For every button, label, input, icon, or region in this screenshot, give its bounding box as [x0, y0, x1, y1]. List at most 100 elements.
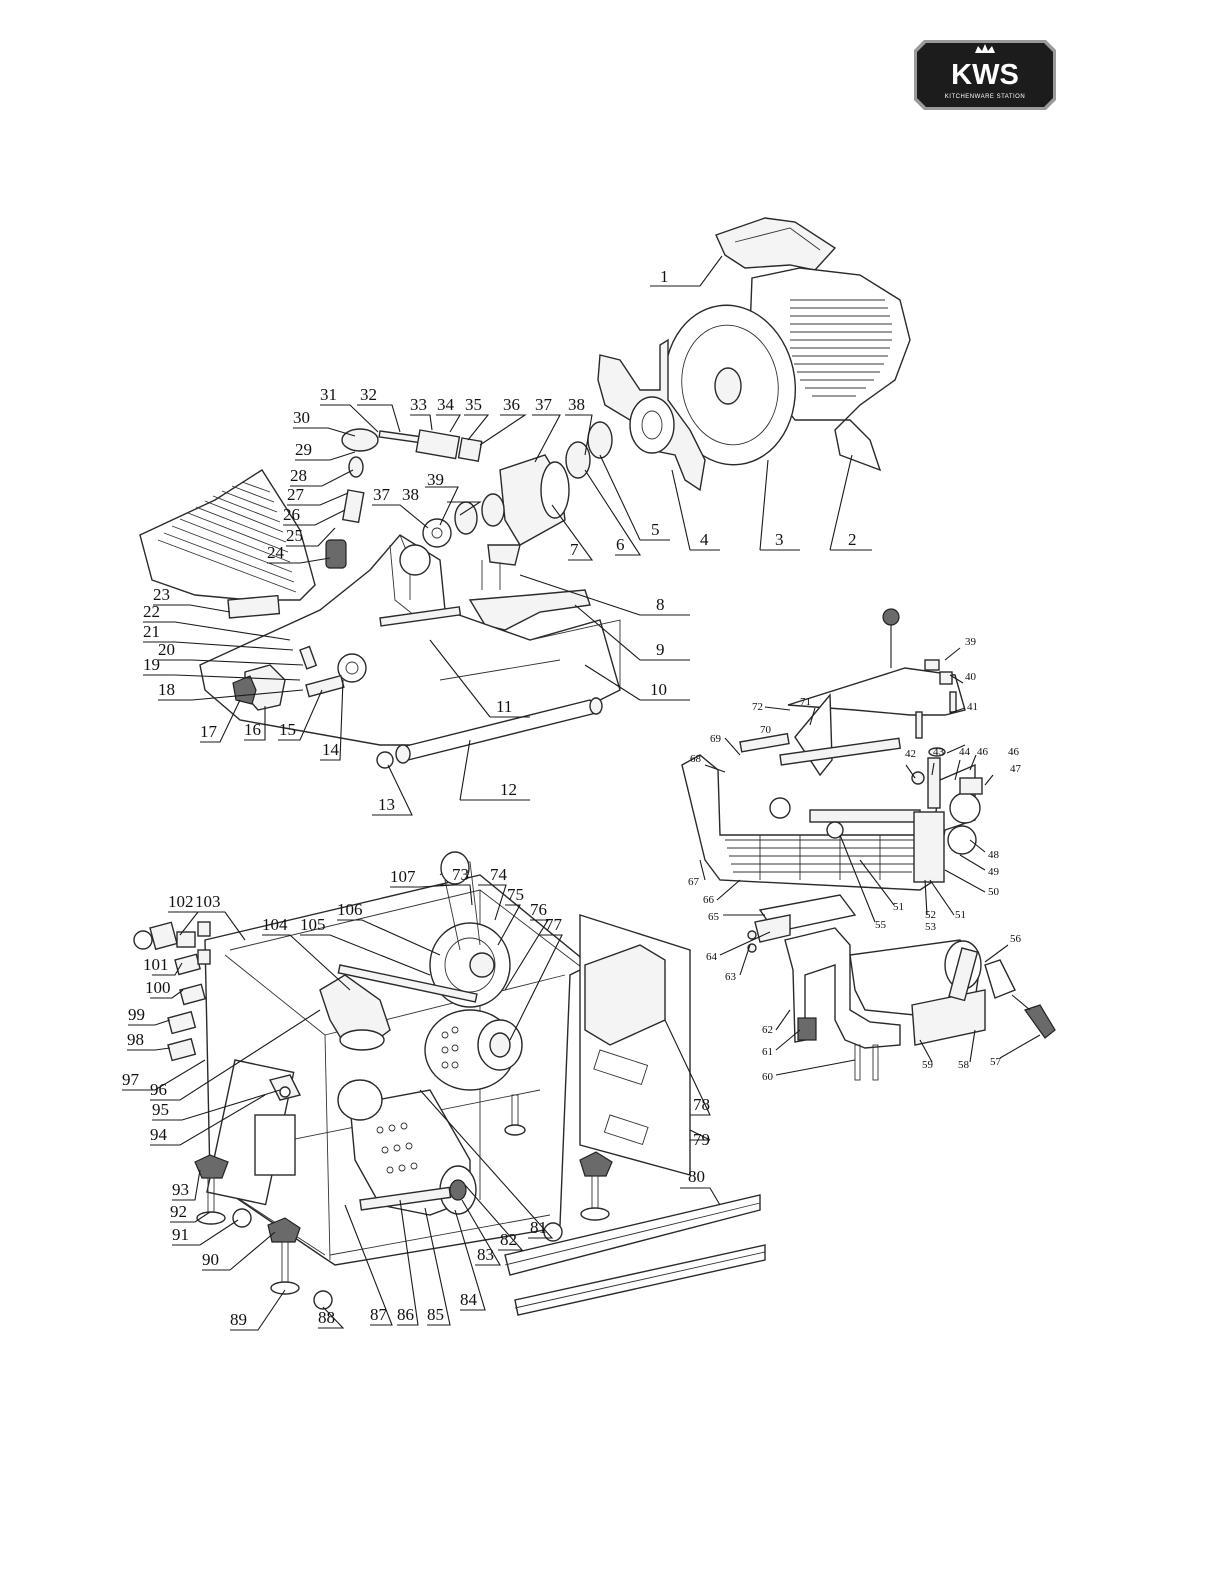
label-r56: 56: [1010, 933, 1022, 945]
label-80: 80: [688, 1167, 705, 1186]
label-33: 33: [410, 395, 427, 414]
label-37-lower: 37: [373, 485, 391, 504]
label-r42: 42: [905, 748, 916, 760]
label-31: 31: [320, 385, 337, 404]
label-101: 101: [143, 955, 169, 974]
label-29: 29: [295, 440, 312, 459]
carriage-arm: [468, 589, 591, 631]
label-82: 82: [500, 1230, 517, 1249]
label-r40: 40: [965, 671, 977, 683]
label-32: 32: [360, 385, 377, 404]
label-38: 38: [568, 395, 585, 414]
label-r62: 62: [762, 1024, 773, 1036]
guard-ribs: [790, 299, 892, 397]
label-98: 98: [127, 1030, 144, 1049]
label-7: 7: [570, 540, 579, 559]
label-r43: 43: [933, 746, 945, 758]
label-30: 30: [293, 408, 310, 427]
knob-cap: [232, 675, 257, 705]
label-9: 9: [656, 640, 665, 659]
carriage-grate: [725, 835, 920, 880]
label-r66: 66: [703, 894, 715, 906]
label-15: 15: [279, 720, 296, 739]
kws-logo: KWS KITCHENWARE STATION: [914, 40, 1056, 110]
label-17: 17: [200, 722, 218, 741]
label-79: 79: [693, 1130, 710, 1149]
label-r51: 51: [955, 909, 966, 921]
label-r68: 68: [690, 753, 702, 765]
label-8: 8: [656, 595, 665, 614]
tray-ribs: [157, 481, 297, 593]
label-r46a: 46: [977, 746, 989, 758]
label-16: 16: [244, 720, 261, 739]
label-r50: 50: [988, 886, 1000, 898]
label-37: 37: [535, 395, 553, 414]
top-leader-lines: [143, 255, 872, 816]
carriage-assembly: [681, 608, 1056, 1081]
label-88: 88: [318, 1308, 335, 1327]
label-5: 5: [651, 520, 660, 539]
label-20: 20: [158, 640, 175, 659]
label-75: 75: [507, 885, 524, 904]
label-90: 90: [202, 1250, 219, 1269]
lower-motor-vents: [376, 1122, 418, 1174]
label-r49: 49: [988, 866, 1000, 878]
label-14: 14: [322, 740, 340, 759]
label-28: 28: [290, 466, 307, 485]
label-26: 26: [283, 505, 300, 524]
label-106: 106: [337, 900, 363, 919]
label-r46: 46: [1008, 746, 1020, 758]
label-6: 6: [616, 535, 625, 554]
logo-brand-text: KWS: [951, 59, 1019, 91]
label-76: 76: [530, 900, 547, 919]
label-81: 81: [530, 1218, 547, 1237]
label-r72: 72: [752, 701, 763, 713]
label-r52: 52: [925, 909, 936, 921]
label-1: 1: [660, 267, 669, 286]
label-93: 93: [172, 1180, 189, 1199]
label-87: 87: [370, 1305, 388, 1324]
sensor-plug: [1024, 1004, 1056, 1039]
label-39: 39: [427, 470, 444, 489]
bearing-mid: [454, 501, 478, 535]
label-r61: 61: [762, 1046, 773, 1058]
label-r39: 39: [965, 636, 977, 648]
bottom-leader-lines: [122, 884, 721, 1331]
label-19: 19: [143, 655, 160, 674]
part-number-labels: 1 2 3 4 5 6 7 8 9 10 11 12 13 14 15 16 1…: [122, 267, 1022, 1329]
label-22: 22: [143, 602, 160, 621]
label-91: 91: [172, 1225, 189, 1244]
label-r67: 67: [688, 876, 700, 888]
label-102: 102: [168, 892, 194, 911]
label-100: 100: [145, 978, 171, 997]
label-18: 18: [158, 680, 175, 699]
label-2: 2: [848, 530, 857, 549]
label-r70: 70: [760, 724, 772, 736]
label-r44: 44: [959, 746, 971, 758]
motor-vents: [441, 1026, 459, 1069]
end-cap: [984, 959, 1016, 999]
label-r51b: 51: [893, 901, 904, 913]
bracket-clip: [487, 544, 521, 566]
label-104: 104: [262, 915, 288, 934]
label-r58: 58: [958, 1059, 970, 1071]
carriage-slide-lower: [754, 914, 791, 943]
label-78: 78: [693, 1095, 710, 1114]
label-24: 24: [267, 543, 285, 562]
stand-assembly: [133, 851, 766, 1316]
slide-bracket: [784, 927, 901, 1049]
slicer-head-assembly: [139, 217, 911, 769]
label-r48: 48: [988, 849, 1000, 861]
label-11: 11: [496, 697, 512, 716]
label-38-lower: 38: [402, 485, 419, 504]
label-r64: 64: [706, 951, 718, 963]
label-86: 86: [397, 1305, 414, 1324]
label-107: 107: [390, 867, 416, 886]
leveling-feet: [194, 1094, 613, 1310]
label-27: 27: [287, 485, 305, 504]
label-74: 74: [490, 865, 508, 884]
label-99: 99: [128, 1005, 145, 1024]
label-21: 21: [143, 622, 160, 641]
label-85: 85: [427, 1305, 444, 1324]
